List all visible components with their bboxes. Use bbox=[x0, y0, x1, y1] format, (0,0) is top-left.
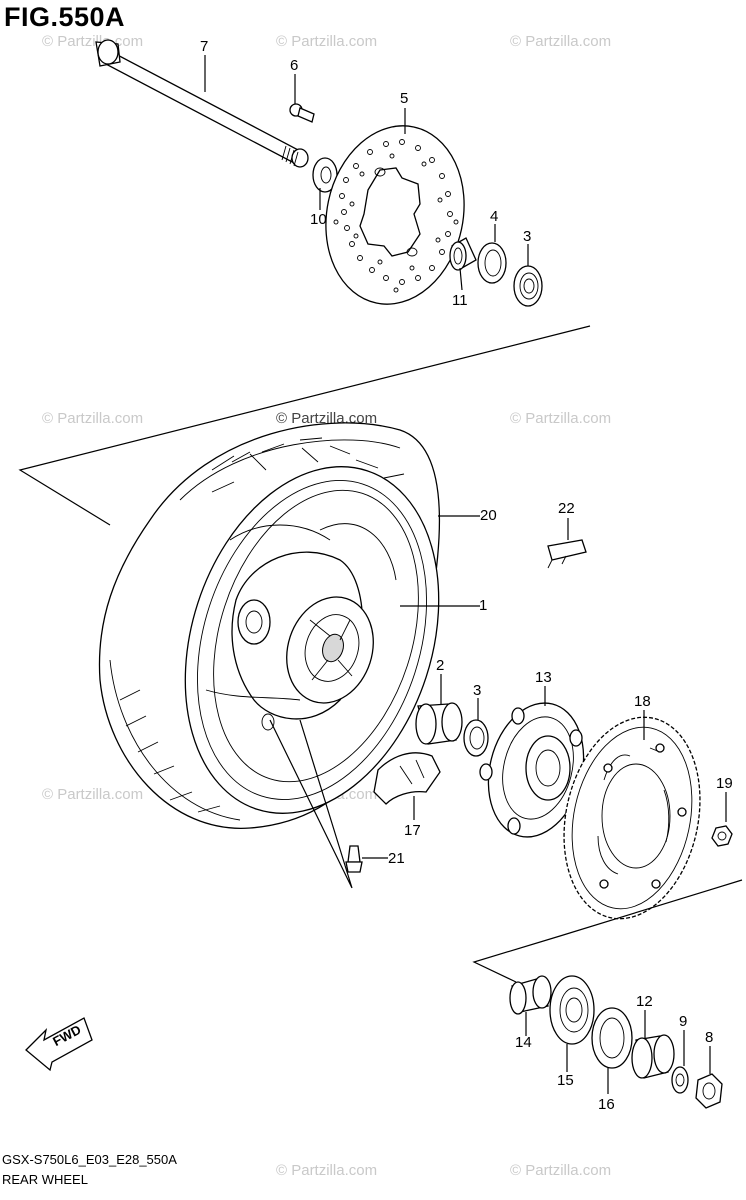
axle-shaft[interactable] bbox=[95, 39, 309, 168]
callout-20[interactable]: 20 bbox=[480, 507, 497, 524]
disc-spacer[interactable] bbox=[449, 237, 477, 271]
callout-15[interactable]: 15 bbox=[557, 1072, 574, 1089]
wheel-spacer[interactable] bbox=[415, 702, 463, 745]
callout-12[interactable]: 12 bbox=[636, 993, 653, 1010]
callout-16[interactable]: 16 bbox=[598, 1096, 615, 1113]
watermark: © Partzilla.com bbox=[510, 410, 612, 427]
callout-8[interactable]: 8 bbox=[705, 1029, 714, 1046]
axle-spacer[interactable] bbox=[631, 1034, 675, 1079]
watermark: © Partzilla.com bbox=[276, 1162, 378, 1179]
axle-nut[interactable] bbox=[695, 1073, 723, 1109]
callout-7[interactable]: 7 bbox=[200, 38, 209, 55]
watermark: © Partzilla.com bbox=[42, 410, 144, 427]
callout-10[interactable]: 10 bbox=[310, 211, 327, 228]
bearing-right[interactable] bbox=[463, 719, 489, 757]
callout-18[interactable]: 18 bbox=[634, 693, 651, 710]
callout-14[interactable]: 14 bbox=[515, 1034, 532, 1051]
callout-4[interactable]: 4 bbox=[490, 208, 499, 225]
axle-nut-washer[interactable] bbox=[671, 1066, 689, 1094]
brake-disc[interactable] bbox=[310, 113, 480, 317]
watermark: © Partzilla.com bbox=[42, 786, 144, 803]
callout-6[interactable]: 6 bbox=[290, 57, 299, 74]
figure-title: FIG.550A bbox=[4, 2, 126, 32]
rear-wheel-rim[interactable] bbox=[143, 434, 481, 847]
callout-9[interactable]: 9 bbox=[679, 1013, 688, 1030]
distance-collar[interactable] bbox=[509, 975, 552, 1015]
watermark: © Partzilla.com bbox=[510, 33, 612, 50]
model-code: GSX-S750L6_E03_E28_550A bbox=[2, 1152, 177, 1167]
callout-21[interactable]: 21 bbox=[388, 850, 405, 867]
callout-3[interactable]: 3 bbox=[523, 228, 532, 245]
bearing-left[interactable] bbox=[513, 265, 543, 307]
tire-valve[interactable] bbox=[345, 845, 363, 873]
oil-seal[interactable] bbox=[477, 242, 507, 284]
forward-arrow-icon bbox=[25, 1017, 93, 1072]
drum-oil-seal[interactable] bbox=[591, 1007, 633, 1069]
disc-bolt[interactable] bbox=[289, 103, 315, 123]
callout-1[interactable]: 1 bbox=[479, 597, 488, 614]
figure-name: REAR WHEEL bbox=[2, 1172, 88, 1187]
callout-2[interactable]: 2 bbox=[436, 657, 445, 674]
callout-13[interactable]: 13 bbox=[535, 669, 552, 686]
wheel-damper[interactable] bbox=[373, 752, 441, 805]
rear-sprocket[interactable] bbox=[546, 705, 718, 932]
callout-17[interactable]: 17 bbox=[404, 822, 421, 839]
sprocket-nut[interactable] bbox=[711, 825, 733, 847]
watermark: © Partzilla.com bbox=[510, 1162, 612, 1179]
callout-22[interactable]: 22 bbox=[558, 500, 575, 517]
callout-11[interactable]: 11 bbox=[452, 292, 468, 309]
drum-bearing[interactable] bbox=[549, 975, 595, 1045]
callout-5[interactable]: 5 bbox=[400, 90, 409, 107]
balance-weight[interactable] bbox=[547, 539, 587, 569]
callout-3[interactable]: 3 bbox=[473, 682, 482, 699]
callout-19[interactable]: 19 bbox=[716, 775, 733, 792]
watermark: © Partzilla.com bbox=[276, 33, 378, 50]
